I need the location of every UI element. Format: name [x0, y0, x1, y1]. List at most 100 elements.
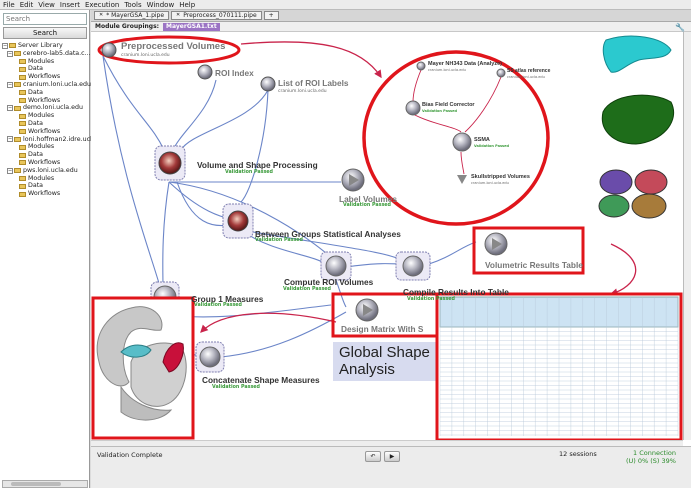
tree-item[interactable]: Data	[2, 89, 90, 97]
compile-results-label: Compile Results Into Table	[403, 287, 509, 297]
preprocessed-volumes-node[interactable]	[101, 42, 117, 58]
scrollbar-thumb[interactable]	[11, 482, 61, 486]
bias-field-validation: Validation Passed	[422, 109, 458, 113]
menu-tools[interactable]: Tools	[124, 0, 142, 9]
plus-icon: +	[268, 12, 274, 19]
roi-labels-label: List of ROI Labels	[278, 78, 349, 88]
tree-item[interactable]: −pws.loni.ucla.edu	[2, 167, 90, 175]
close-icon[interactable]: ✕	[176, 12, 181, 18]
compute-roi-node[interactable]	[325, 255, 347, 277]
brain-render-2	[634, 169, 668, 195]
tree-item[interactable]: Workflows	[2, 128, 90, 136]
workflow-canvas[interactable]: Preprocessed Volumes cranium.loni.ucla.e…	[91, 32, 683, 440]
roi-index-node[interactable]	[197, 64, 213, 80]
tree-item[interactable]: Workflows	[2, 159, 90, 167]
tree-item[interactable]: Data	[2, 120, 90, 128]
folder-icon	[19, 152, 26, 158]
brain-render-1	[599, 169, 633, 195]
vsp-validation: Validation Passed	[225, 170, 273, 175]
menu-bar: File Edit View Insert Execution Tools Wi…	[0, 0, 691, 10]
bias-field-node[interactable]	[405, 100, 421, 116]
tree-item[interactable]: Data	[2, 151, 90, 159]
expand-toggle-icon[interactable]: −	[7, 167, 13, 174]
library-horizontal-scrollbar[interactable]	[2, 480, 88, 488]
concat-node[interactable]	[199, 346, 221, 368]
ssma-node[interactable]	[452, 132, 472, 152]
tree-item[interactable]: −cranium.loni.ucla.edu	[2, 81, 91, 89]
connection-label: 1 Connection	[633, 449, 676, 457]
tree-item[interactable]: Modules	[2, 112, 90, 120]
tab-preprocess[interactable]: ✕Preprocess_070111.pipe	[171, 11, 262, 20]
tree-item-label: Server Library	[18, 42, 63, 49]
volumetric-results-label: Volumetric Results Table	[485, 260, 583, 270]
menu-edit[interactable]: Edit	[19, 0, 34, 9]
menu-execution[interactable]: Execution	[84, 0, 120, 9]
search-input[interactable]	[3, 13, 87, 25]
sessions-count[interactable]: 12 sessions	[559, 450, 597, 458]
table-gridlines	[439, 297, 679, 436]
skullstripped-node[interactable]	[457, 175, 467, 184]
folder-icon	[19, 66, 26, 72]
menu-insert[interactable]: Insert	[59, 0, 80, 9]
canvas-horizontal-scrollbar[interactable]	[91, 440, 683, 446]
connection-status[interactable]: 1 Connection (U) 0% (S) 39%	[626, 449, 676, 465]
label-volumes-label: Label Volumes	[339, 194, 397, 204]
compute-roi-label: Compute ROI Volumes	[284, 277, 374, 287]
tree-item[interactable]: − Server Library	[2, 42, 90, 50]
library-panel: Search −Server Library−cerebro-lab5.data…	[0, 10, 110, 488]
compile-results-node[interactable]	[402, 255, 424, 277]
folder-icon	[19, 183, 26, 189]
menu-help[interactable]: Help	[179, 0, 196, 9]
vsp-group-node[interactable]	[158, 151, 182, 175]
tree-item[interactable]: Data	[2, 65, 90, 73]
tree-item[interactable]: Workflows	[2, 97, 90, 105]
between-groups-node[interactable]	[227, 210, 249, 232]
tree-item[interactable]: Workflows	[2, 190, 90, 198]
concat-validation: Validation Passed	[212, 385, 260, 390]
tree-item[interactable]: Workflows	[2, 73, 90, 81]
folder-icon	[14, 51, 21, 57]
tree-item[interactable]: Modules	[2, 143, 90, 151]
status-text: Validation Complete	[97, 451, 163, 459]
close-icon[interactable]: ✕	[99, 12, 104, 18]
expand-toggle-icon[interactable]: −	[2, 42, 8, 49]
menu-window[interactable]: Window	[146, 0, 175, 9]
expand-toggle-icon[interactable]: −	[7, 136, 13, 143]
wrench-icon[interactable]: 🔧	[675, 23, 685, 32]
between-groups-validation: Validation Passed	[255, 238, 303, 243]
expand-toggle-icon[interactable]: −	[7, 50, 13, 57]
inset-connector	[240, 41, 382, 79]
ssma-validation: Validation Passed	[474, 144, 510, 148]
preprocessed-highlight-ellipse	[97, 35, 241, 65]
undo-button[interactable]: ↶	[365, 451, 381, 462]
tree-item[interactable]: −cerebro-lab5.data.c...lo	[2, 50, 96, 58]
new-tab-button[interactable]: +	[263, 11, 279, 20]
concat-label: Concatenate Shape Measures	[202, 375, 320, 385]
roi-index-label: ROI Index	[215, 68, 254, 78]
tree-item[interactable]: Data	[2, 182, 90, 190]
roi-labels-node[interactable]	[260, 76, 276, 92]
global-shape-title: Global Shape Analysis	[339, 344, 430, 378]
tree-item[interactable]: Modules	[2, 58, 90, 66]
between-groups-label: Between Groups Statistical Analyses	[255, 229, 401, 239]
tree-item[interactable]: −demo.loni.ucla.edu	[2, 104, 90, 112]
run-button[interactable]: ▶	[384, 451, 400, 462]
atlas-reference-node[interactable]	[496, 68, 506, 78]
module-grouping-tag[interactable]: MayerGSA1.txt	[163, 22, 220, 31]
menu-view[interactable]: View	[38, 0, 55, 9]
mayer-data-node[interactable]	[416, 61, 426, 71]
mayer-data-host: cranium.loni.ucla.edu	[428, 68, 466, 72]
tree-item-label: Modules	[28, 174, 55, 182]
tree-item-label: Data	[28, 151, 44, 159]
tree-item[interactable]: Modules	[2, 175, 90, 183]
green-structure-render	[601, 94, 674, 145]
search-button[interactable]: Search	[3, 27, 87, 39]
expand-toggle-icon[interactable]: −	[7, 81, 13, 88]
expand-toggle-icon[interactable]: −	[7, 105, 13, 112]
menu-file[interactable]: File	[3, 0, 15, 9]
connection-progress: (U) 0% (S) 39%	[626, 457, 676, 465]
canvas-vertical-scrollbar[interactable]	[683, 32, 691, 440]
tab-mayergsa[interactable]: ✕* MayerGSA_1.pipe	[94, 11, 170, 20]
brain-render-4	[631, 193, 667, 219]
tree-item[interactable]: −loni.hoffman2.idre.ucla.edu	[2, 136, 110, 144]
